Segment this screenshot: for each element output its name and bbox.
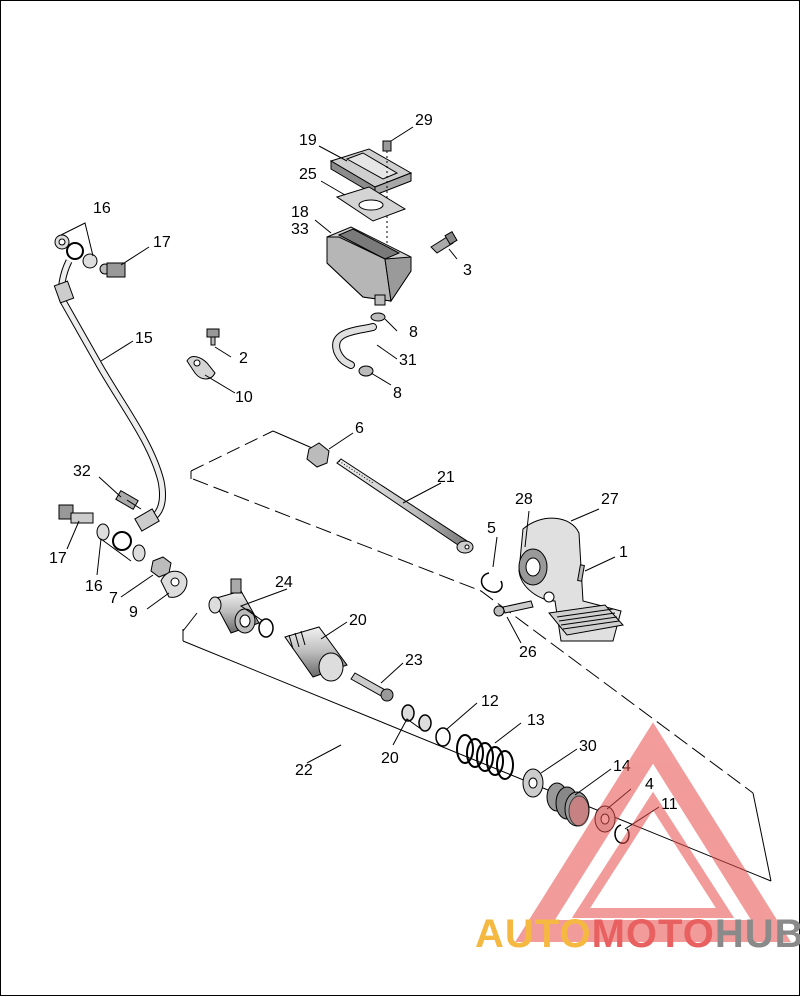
pivot-bolt	[493, 600, 534, 617]
callout-12: 12	[481, 693, 499, 710]
callout-25: 25	[299, 166, 317, 183]
retaining-clip	[480, 572, 503, 593]
callout-4: 4	[645, 776, 654, 793]
callout-6: 6	[355, 420, 364, 437]
cylinder-housing	[208, 578, 260, 634]
piston-pushrod	[350, 672, 394, 702]
lock-plate	[160, 570, 188, 598]
callout-18: 18	[291, 204, 309, 221]
callout-17-bottom: 17	[49, 550, 67, 567]
pushrod-nut	[306, 442, 330, 468]
banjo-bolt-top	[99, 262, 126, 278]
callout-16-bottom: 16	[85, 578, 103, 595]
callout-5: 5	[487, 520, 496, 537]
brake-light-switch	[115, 489, 142, 511]
callout-17-top: 17	[153, 234, 171, 251]
callout-13: 13	[527, 712, 545, 729]
brake-line	[53, 234, 167, 551]
watermark-part-auto: AUTO	[475, 912, 592, 956]
callout-30: 30	[579, 738, 597, 755]
hose-assembly	[332, 312, 386, 377]
callout-23: 23	[405, 652, 423, 669]
reservoir-gasket	[335, 186, 407, 222]
callout-31: 31	[399, 352, 417, 369]
callout-24: 24	[275, 574, 293, 591]
clip-screw	[206, 328, 220, 346]
callout-28: 28	[515, 491, 533, 508]
spring-retainer	[522, 768, 544, 798]
callout-11: 11	[661, 796, 678, 813]
watermark-text: AUTOMOTOHUB	[475, 912, 800, 956]
dust-boot	[546, 782, 590, 827]
callout-labels: 29 19 25 18 33 3 8 31 8 16 17 15 2 10 6 …	[49, 112, 678, 813]
mounting-screw-3	[430, 230, 458, 254]
return-spring	[456, 734, 514, 780]
callout-10: 10	[235, 389, 253, 406]
o-ring-24	[258, 618, 274, 638]
callout-20-piston: 20	[349, 612, 367, 629]
clevis-pin	[577, 564, 585, 582]
brake-pedal	[518, 517, 624, 642]
callout-26: 26	[519, 644, 537, 661]
callout-22: 22	[295, 762, 313, 779]
watermark-part-hub: HUB	[715, 912, 800, 956]
callout-15: 15	[135, 330, 153, 347]
callout-1: 1	[619, 544, 628, 561]
piston-seals	[401, 704, 432, 732]
callout-20-seals: 20	[381, 750, 399, 767]
piston-assembly	[284, 626, 348, 682]
svg-text:AUTOMOTOHUB: AUTOMOTOHUB	[475, 912, 800, 956]
callout-2: 2	[239, 350, 248, 367]
leader-lines	[60, 126, 660, 830]
callout-9: 9	[129, 604, 138, 621]
callout-16-top: 16	[93, 200, 111, 217]
callout-21: 21	[437, 469, 455, 486]
reservoir-cover	[329, 148, 413, 196]
callout-8-bottom: 8	[393, 385, 402, 402]
callout-33: 33	[291, 221, 309, 238]
pushrod	[336, 458, 474, 554]
callout-32: 32	[73, 463, 91, 480]
banjo-bolt-lower	[58, 504, 94, 524]
line-clip	[186, 356, 216, 380]
lower-washers	[96, 523, 146, 562]
callout-7: 7	[109, 590, 118, 607]
callout-3: 3	[463, 262, 472, 279]
callout-19: 19	[299, 132, 317, 149]
washer-12	[435, 727, 451, 747]
assembly-dashed-outline	[182, 430, 772, 882]
callout-27: 27	[601, 491, 619, 508]
callout-29: 29	[415, 112, 433, 129]
master-cylinder-body	[326, 226, 412, 306]
callout-8-top: 8	[409, 324, 418, 341]
watermark-logo	[515, 722, 791, 942]
watermark-part-moto: MOTO	[592, 912, 715, 956]
